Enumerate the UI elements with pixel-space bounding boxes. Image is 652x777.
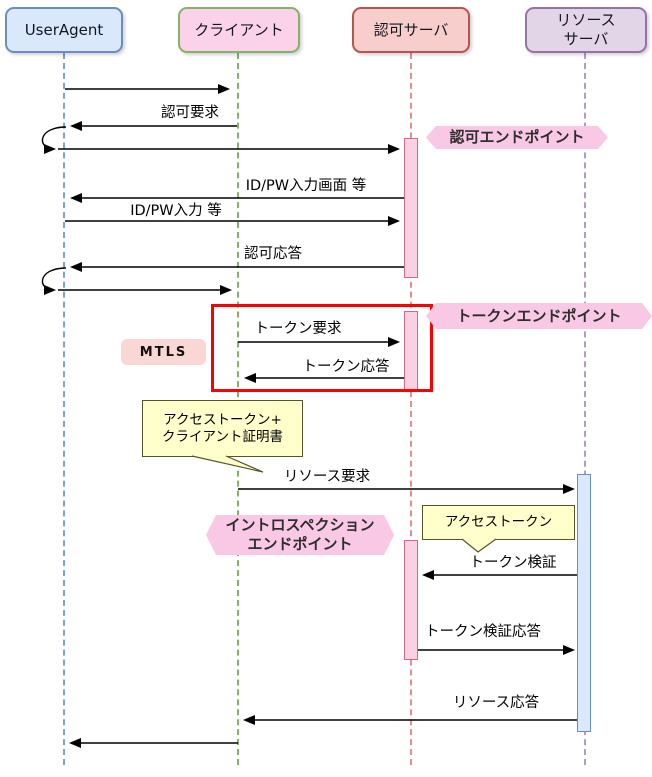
badge-introspection-endpoint: イントロスペクション エンドポイント <box>206 515 394 555</box>
label-auth-request: 認可要求 <box>161 105 219 121</box>
participant-auth-server: 認可サーバ <box>352 7 470 53</box>
participant-useragent: UserAgent <box>5 7 123 53</box>
label-idpw-input: ID/PW入力 等 <box>130 203 222 219</box>
participant-client: クライアント <box>178 7 300 53</box>
label-resource-request: リソース要求 <box>283 469 371 485</box>
badge-auth-endpoint: 認可エンドポイント <box>426 126 608 149</box>
label-token-response: トークン応答 <box>302 359 390 375</box>
note-access-token-client-cert: アクセストークン+ クライアント証明書 <box>142 400 303 457</box>
label-token-verify: トークン検証 <box>469 555 557 571</box>
activation-auth-server-2 <box>404 311 418 390</box>
label-token-verify-response: トークン検証応答 <box>425 624 541 640</box>
lifeline-resource-server <box>584 53 586 765</box>
label-resource-response: リソース応答 <box>452 695 540 711</box>
lifeline-useragent <box>63 53 65 765</box>
label-idpw-screen: ID/PW入力画面 等 <box>245 178 367 194</box>
lifeline-auth-server <box>410 53 412 765</box>
note-access-token: アクセストークン <box>422 505 575 540</box>
badge-token-endpoint: トークンエンドポイント <box>426 303 652 329</box>
activation-resource-server <box>577 474 591 732</box>
label-token-request: トークン要求 <box>254 321 342 337</box>
participant-resource-server: リソース サーバ <box>525 7 647 53</box>
activation-auth-server-1 <box>404 138 418 278</box>
label-auth-response: 認可応答 <box>244 246 302 262</box>
mtls-chip: MTLS <box>121 339 206 365</box>
note-1-tail <box>191 455 264 473</box>
activation-auth-server-3 <box>404 540 418 660</box>
